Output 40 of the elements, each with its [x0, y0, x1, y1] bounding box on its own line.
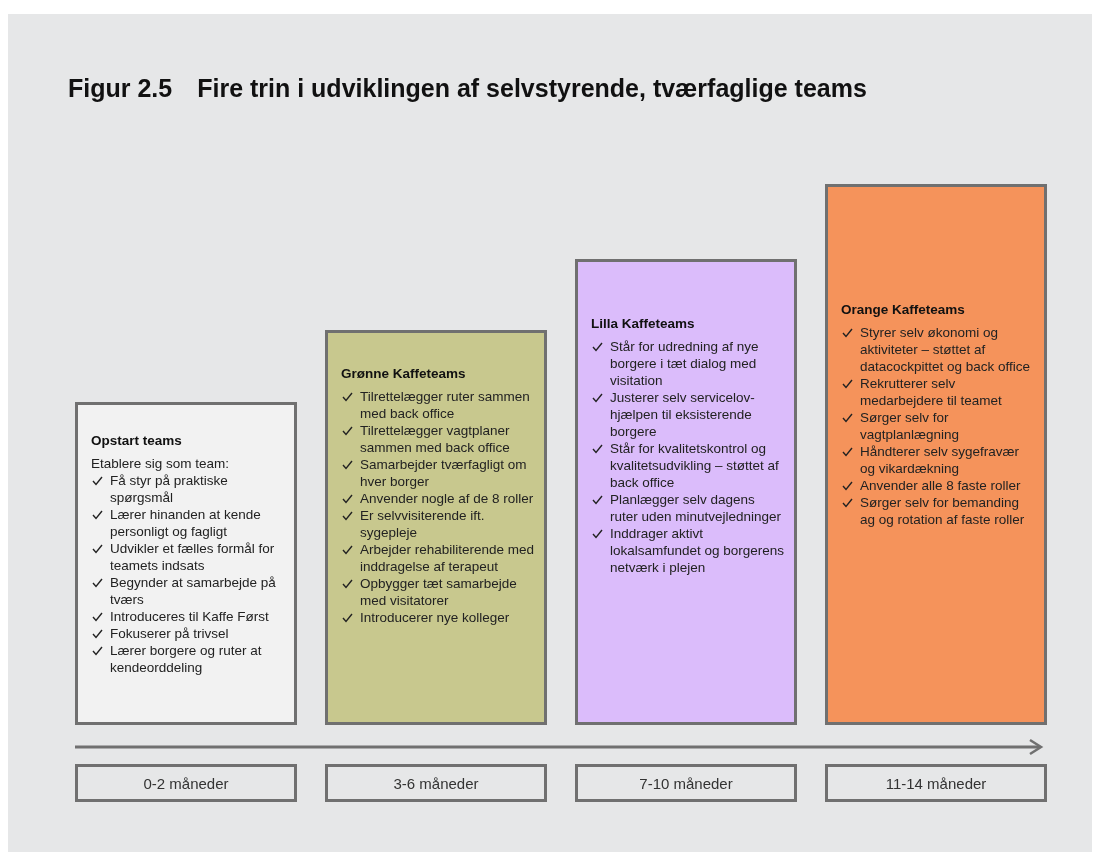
list-item: Begynder at samarbejde på tværs [110, 575, 276, 607]
list-item: Introducerer nye kolleger [360, 610, 510, 625]
list-item: Styrer selv økonomi og aktiviteter – støttet af datacockpittet og back office [860, 325, 1031, 374]
stage-heading: Opstart teams [91, 433, 183, 448]
list-item: Tilrettelægger vagtplaner sammen med back office [360, 423, 510, 455]
list-item: Introduceres til Kaffe Først [110, 609, 269, 624]
list-item: Få styr på praktiske spørgsmål [110, 473, 228, 505]
stage-heading: Grønne Kaffeteams [341, 366, 467, 381]
intro-text: Etablere sig som team: [91, 456, 230, 471]
period-label: 11-14 måneder [825, 764, 1047, 802]
stage-box [75, 402, 297, 725]
list-item: Arbejder rehabiliterende med inddragelse af terapeut [360, 542, 535, 574]
list-item: Anvender alle 8 faste roller [860, 478, 1021, 493]
stage-heading: Lilla Kaffeteams [591, 316, 696, 331]
list-item: Anvender nogle af de 8 roller [360, 491, 534, 506]
period-label: 7-10 måneder [575, 764, 797, 802]
list-item: Justerer selv servicelov-hjælpen til eksisterende borgere [610, 390, 755, 439]
list-item: Står for udredning af nye borgere i tæt dialog med visitation [610, 339, 759, 388]
list-item: Opbygger tæt samarbejde med visitatorer [360, 576, 517, 608]
stage-box [825, 184, 1047, 725]
period-label: 3-6 måneder [325, 764, 547, 802]
list-item: Inddrager aktivt lokalsamfundet og borgerens netværk i plejen [610, 526, 785, 575]
list-item: Samarbejder tværfagligt om hver borger [360, 457, 527, 489]
list-item: Rekrutterer selv medarbejdere til teamet [860, 376, 1002, 408]
list-item: Lærer borgere og ruter at kendeorddeling [110, 643, 262, 675]
list-item: Sørger selv for bemanding ag og rotation af faste roller [860, 495, 1025, 527]
figure-title: Figur 2.5 Fire trin i udviklingen af selvstyrende, tværfaglige teams [68, 74, 867, 103]
list-item: Er selvvisiterende ift. sygepleje [360, 508, 485, 540]
list-item: Håndterer selv sygefravær og vikardækning [860, 444, 1020, 476]
stage-box [325, 330, 547, 725]
period-label: 0-2 måneder [75, 764, 297, 802]
list-item: Fokuserer på trivsel [110, 626, 229, 641]
list-item: Planlægger selv dagens ruter uden minutvejledninger [610, 492, 782, 524]
stage-heading: Orange Kaffeteams [841, 302, 966, 317]
list-item: Lærer hinanden at kende personligt og fagligt [110, 507, 261, 539]
list-item: Sørger selv for vagtplanlægning [860, 410, 960, 442]
list-item: Står for kvalitetskontrol og kvalitetsudvikling – støttet af back office [610, 441, 779, 490]
list-item: Tilrettelægger ruter sammen med back office [360, 389, 530, 421]
list-item: Udvikler et fælles formål for teamets indsats [110, 541, 275, 573]
stage-box [575, 259, 797, 725]
